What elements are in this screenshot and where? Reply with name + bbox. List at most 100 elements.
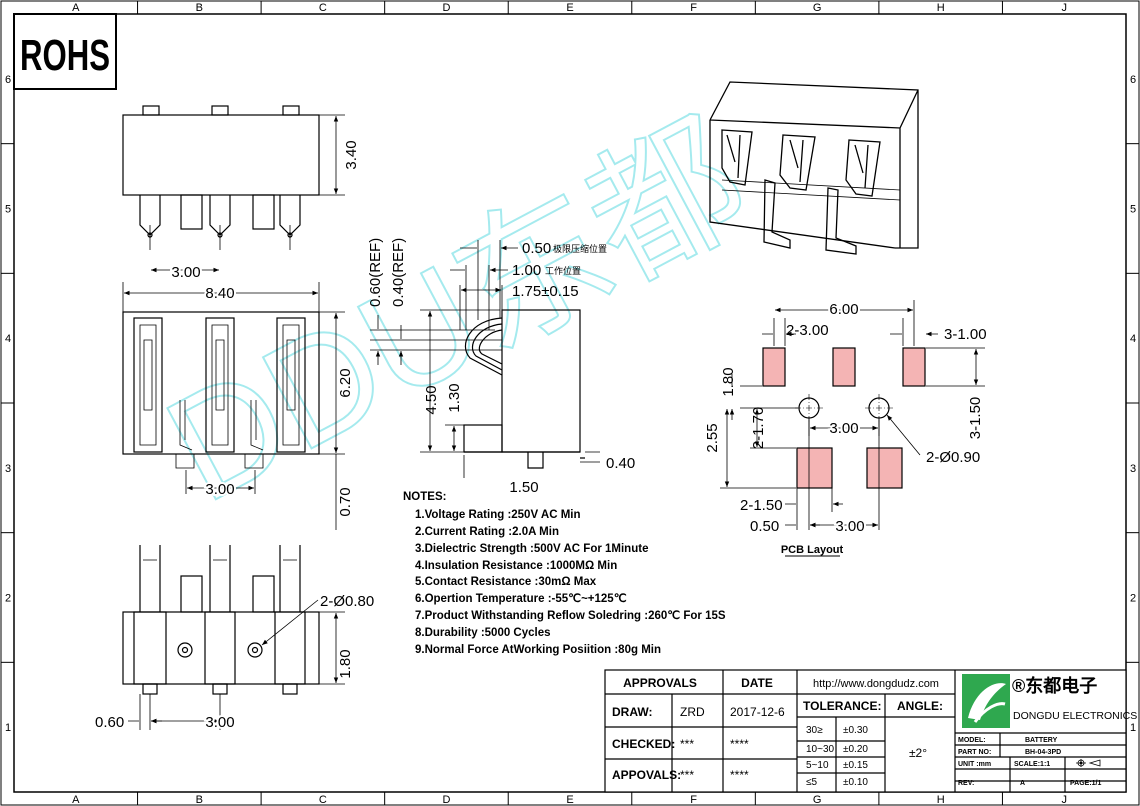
border-column-label: F [690, 794, 697, 806]
note-item: 7.Product Withstanding Reflow Soledring … [415, 609, 726, 622]
border-column-label: B [196, 794, 203, 806]
tb-tolerance: TOLERANCE: [803, 699, 881, 713]
border-row-label: 5 [5, 204, 11, 216]
top-dim-length: 6.20 [337, 368, 354, 397]
border-row-label: 6 [1130, 74, 1136, 86]
rohs-label: ROHS [20, 31, 110, 80]
border-column-label: A [72, 2, 80, 14]
border-column-label: D [442, 794, 450, 806]
title-block-text: APPROVALS DATE DRAW: ZRD 2017-12-6 CHECK… [612, 676, 943, 788]
border-row-label: 4 [1130, 333, 1136, 345]
note-item: 3.Dielectric Strength :500V AC For 1Minu… [415, 543, 648, 555]
tb-scale-label: SCALE:1:1 [1014, 761, 1050, 768]
pcb-dim-300: 3.00 [829, 420, 858, 437]
pcb-title: PCB Layout [781, 544, 844, 556]
pcb-dim-3-150: 3-1.50 [967, 397, 984, 440]
pcb-dim-050: 0.50 [750, 518, 779, 535]
rohs-mark: ROHS [13, 13, 117, 90]
note-item: 6.Opertion Temperature :-55℃~+125℃ [415, 592, 627, 605]
tb-tol-range: 30≥ [806, 725, 823, 736]
tb-appovals-name: *** [680, 768, 694, 782]
border-row-label: 5 [1130, 204, 1136, 216]
note-item: 9.Normal Force AtWorking Posiition :80g … [415, 644, 661, 656]
side-dim-130: 1.30 [446, 383, 463, 412]
border-column-label: G [813, 794, 822, 806]
top-dim-width: 8.40 [205, 285, 234, 302]
tb-checked-label: CHECKED: [612, 737, 675, 751]
pcb-dim-3-100: 3-1.00 [944, 326, 987, 343]
pcb-pad-4 [796, 447, 833, 489]
side-dim-040b: 0.40 [606, 455, 635, 472]
border-row-label: 2 [5, 593, 11, 605]
tb-tol-range: ≤5 [806, 777, 817, 788]
border-column-label: J [1061, 794, 1067, 806]
pcb-dim-255: 2.55 [704, 423, 721, 452]
border-column-label: C [319, 794, 327, 806]
tb-model-label: MODEL: [958, 737, 986, 744]
tb-draw-label: DRAW: [612, 705, 652, 719]
tb-company-cn: ®东都电子 [1012, 675, 1097, 696]
border-column-label: H [937, 794, 945, 806]
bottom-dim-180: 1.80 [337, 649, 354, 678]
bottom-dim-060: 0.60 [95, 714, 124, 731]
tb-small-text: MODEL: BATTERY PART NO: BH-04-3PD UNIT :… [958, 737, 1101, 787]
border-row-label: 4 [5, 333, 11, 345]
tb-tol-range: 10~30 [806, 744, 835, 755]
border-column-label: E [566, 794, 573, 806]
pcb-pad-3 [902, 347, 926, 387]
tb-angle-value: ±2° [909, 746, 927, 760]
side-dim-040: 0.40(REF) [390, 238, 407, 307]
note-item: 2.Current Rating :2.0A Min [415, 526, 559, 538]
front-dim-height: 3.40 [343, 140, 360, 169]
border-row-label: 2 [1130, 593, 1136, 605]
isometric-view [709, 81, 919, 255]
border-column-label: D [442, 2, 450, 14]
border-column-label: H [937, 2, 945, 14]
border-row-label: 6 [5, 74, 11, 86]
tb-draw-date: 2017-12-6 [730, 705, 785, 719]
side-dim-450: 4.50 [423, 385, 440, 414]
tb-unit-label: UNIT :mm [958, 761, 991, 768]
bottom-dim-300: 3.00 [205, 714, 234, 731]
pcb-dim-2-090: 2-Ø0.90 [926, 449, 980, 466]
top-dim-tail: 0.70 [337, 487, 354, 516]
side-note-100: 工作位置 [545, 265, 581, 276]
pcb-layout [720, 300, 985, 557]
border-column-label: A [72, 794, 80, 806]
side-note-050: 极限压缩位置 [553, 243, 607, 254]
note-item: 5.Contact Resistance :30mΩ Max [415, 576, 597, 588]
tb-page-label: PAGE:1/1 [1070, 780, 1101, 787]
tb-rev-label: REV: [958, 780, 974, 787]
title-block [604, 669, 1127, 793]
border-column-label: E [566, 2, 573, 14]
tb-tol-value: ±0.30 [843, 725, 868, 736]
bottom-view [122, 545, 345, 730]
top-view [122, 282, 345, 530]
tb-draw-name: ZRD [680, 705, 705, 719]
pcb-pad-1 [762, 347, 786, 387]
tb-website: http://www.dongdudz.com [813, 678, 939, 690]
top-dim-pitch: 3.00 [205, 481, 234, 498]
projection-symbol-icon [1076, 759, 1101, 767]
pcb-dim-2-300: 2-3.00 [786, 322, 829, 339]
front-dim-pitch: 3.00 [171, 264, 200, 281]
border-column-label: J [1061, 2, 1067, 14]
side-dim-050: 0.50 [522, 240, 551, 257]
border-row-label: 1 [5, 722, 11, 734]
tb-tol-range: 5~10 [806, 760, 829, 771]
side-view [370, 240, 600, 478]
tb-checked-date: **** [730, 737, 749, 751]
company-logo-icon [962, 674, 1010, 728]
pcb-pad-5 [866, 447, 903, 489]
tb-appovals-label: APPOVALS: [612, 768, 681, 782]
tb-checked-name: *** [680, 737, 694, 751]
notes: NOTES: 1.Voltage Rating :250V AC Min 2.C… [403, 491, 726, 656]
tb-tol-value: ±0.20 [843, 744, 868, 755]
tb-date: DATE [741, 676, 773, 690]
border-row-label: 3 [5, 463, 11, 475]
side-dim-100: 1.00 [512, 262, 541, 279]
tb-rev-value: A [1020, 780, 1025, 787]
bottom-dim-holes: 2-Ø0.80 [320, 593, 374, 610]
front-view [122, 105, 345, 273]
